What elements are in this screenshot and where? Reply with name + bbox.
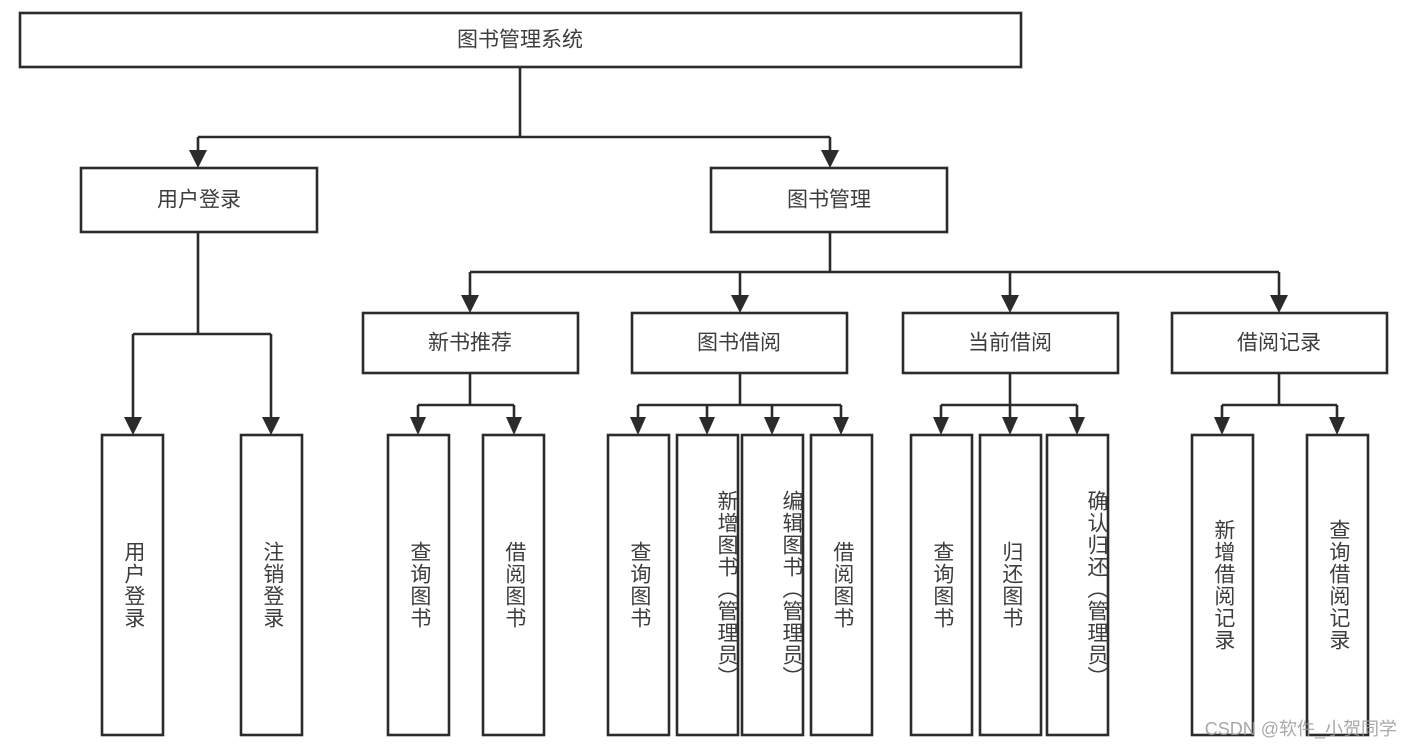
leaf-query-book-3[interactable] (909, 433, 974, 737)
node-borrow-record-label: 借阅记录 (1237, 332, 1321, 355)
node-book-mgmt[interactable] (709, 166, 949, 234)
arrow-head-icon (821, 150, 839, 168)
node-new-book-rec[interactable] (361, 311, 580, 375)
connector-borrow-record-to-leaves (1214, 373, 1345, 435)
arrow-head-icon (764, 417, 780, 435)
node-new-book-rec-label: 新书推荐 (428, 332, 512, 355)
arrow-head-icon (1001, 295, 1019, 313)
arrow-head-icon (731, 295, 749, 313)
connector-root-to-level2 (189, 67, 839, 168)
arrow-head-icon (189, 150, 207, 168)
node-book-borrow-label: 图书借阅 (697, 332, 781, 355)
arrow-head-icon (1270, 295, 1288, 313)
arrow-head-icon (630, 417, 646, 435)
leaf-add-record[interactable] (1190, 433, 1255, 737)
arrow-head-icon (262, 417, 280, 435)
leaf-query-book-1[interactable] (386, 433, 451, 737)
leaf-borrow-book-2[interactable] (809, 433, 874, 737)
leaf-logout[interactable] (239, 433, 304, 737)
arrow-head-icon (1002, 417, 1018, 435)
connector-book-mgmt-to-level3 (461, 232, 1288, 313)
arrow-head-icon (1329, 417, 1345, 435)
watermark: CSDN @软件_小贺同学 (1204, 719, 1397, 739)
node-book-borrow[interactable] (630, 311, 849, 375)
arrow-head-icon (461, 295, 479, 313)
arrow-head-icon (933, 417, 949, 435)
leaf-user-login[interactable] (100, 433, 165, 737)
leaf-borrow-book-1[interactable] (481, 433, 546, 737)
node-root[interactable] (18, 11, 1023, 69)
arrow-head-icon (1069, 417, 1085, 435)
node-borrow-record[interactable] (1170, 311, 1389, 375)
node-user-login[interactable] (79, 166, 319, 234)
arrow-head-icon (410, 417, 426, 435)
connector-book-borrow-to-leaves (630, 373, 849, 435)
connector-new-book-rec-to-leaves (410, 373, 522, 435)
leaf-query-book-2[interactable] (606, 433, 671, 737)
leaf-query-record[interactable] (1305, 433, 1370, 737)
arrow-head-icon (506, 417, 522, 435)
arrow-head-icon (124, 417, 142, 435)
node-current-borrow[interactable] (901, 311, 1120, 375)
leaf-edit-book[interactable] (740, 433, 805, 737)
connector-current-borrow-to-leaves (933, 373, 1085, 435)
node-root-label: 图书管理系统 (457, 29, 583, 52)
leaf-return-book[interactable] (978, 433, 1043, 737)
node-user-login-label: 用户登录 (157, 189, 241, 212)
arrow-head-icon (833, 417, 849, 435)
leaf-confirm-return[interactable] (1045, 433, 1110, 737)
leaf-add-book[interactable] (675, 433, 740, 737)
connector-user-login-to-leaves (124, 232, 280, 435)
node-book-mgmt-label: 图书管理 (787, 189, 871, 212)
node-current-borrow-label: 当前借阅 (968, 332, 1052, 355)
arrow-head-icon (1214, 417, 1230, 435)
arrow-head-icon (699, 417, 715, 435)
